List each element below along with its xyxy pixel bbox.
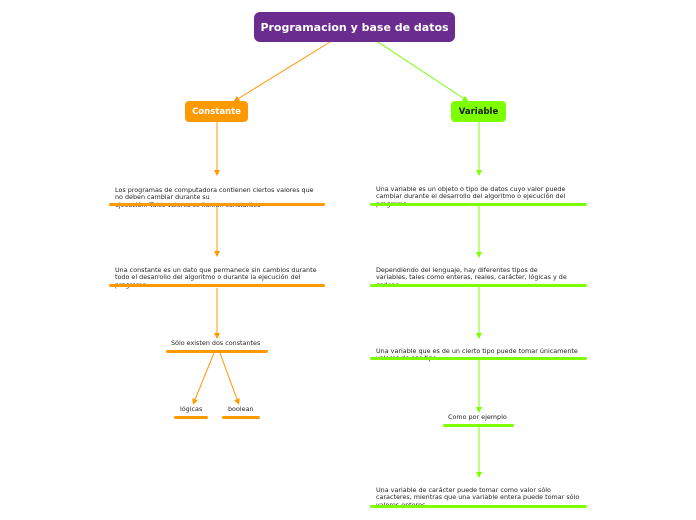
- constante-topic-2[interactable]: Una constante es un dato que permanece s…: [115, 259, 325, 297]
- link-root-constante: [233, 41, 331, 102]
- constante-topic-2-underline: [109, 284, 325, 287]
- variable-topic-1-underline: [370, 203, 587, 206]
- variable-topic-3-underline: [370, 357, 587, 360]
- constante-label: Constante: [192, 106, 241, 117]
- subtopic-logicas-text: lógicas: [180, 405, 203, 413]
- variable-topic-4[interactable]: Como por ejemplo: [448, 413, 514, 422]
- branch-node-variable[interactable]: Variable: [451, 101, 506, 122]
- root-node-title[interactable]: Programacion y base de datos: [254, 12, 455, 42]
- variable-topic-1[interactable]: Una variable es un objeto o tipo de dato…: [376, 178, 586, 216]
- constante-topic-3[interactable]: Sólo existen dos constantes: [171, 339, 271, 348]
- constante-subtopic-boolean[interactable]: boolean: [228, 405, 262, 414]
- link-root-variable: [377, 41, 469, 102]
- variable-topic-5-text: Una variable de carácter puede tomar com…: [376, 485, 580, 509]
- link-const-logicas: [192, 352, 215, 405]
- variable-topic-5[interactable]: Una variable de carácter puede tomar com…: [376, 479, 590, 517]
- constante-topic-1-underline: [109, 203, 325, 206]
- variable-label: Variable: [458, 106, 499, 117]
- variable-topic-2-underline: [370, 284, 587, 287]
- constante-topic-1[interactable]: Los programas de computadora contienen c…: [115, 179, 325, 217]
- variable-topic-2[interactable]: Dependiendo del lenguaje, hay diferentes…: [376, 259, 586, 297]
- root-title-text: Programacion y base de datos: [260, 20, 449, 34]
- variable-topic-3[interactable]: Una variable que es de un cierto tipo pu…: [376, 340, 586, 370]
- branch-node-constante[interactable]: Constante: [185, 101, 248, 122]
- variable-topic-4-underline: [443, 424, 514, 427]
- variable-topic-2-text: Dependiendo del lenguaje, hay diferentes…: [376, 265, 567, 289]
- link-const-boolean: [219, 352, 240, 405]
- constante-topic-3-underline: [166, 350, 268, 353]
- constante-subtopic-logicas[interactable]: lógicas: [180, 405, 210, 414]
- variable-topic-5-underline: [370, 505, 587, 508]
- variable-topic-3-text: Una variable que es de un cierto tipo pu…: [376, 346, 578, 362]
- variable-topic-4-text: Como por ejemplo: [448, 413, 507, 421]
- constante-topic-3-text: Sólo existen dos constantes: [171, 339, 261, 347]
- subtopic-logicas-underline: [174, 416, 208, 419]
- subtopic-boolean-underline: [222, 416, 260, 419]
- subtopic-boolean-text: boolean: [228, 405, 254, 413]
